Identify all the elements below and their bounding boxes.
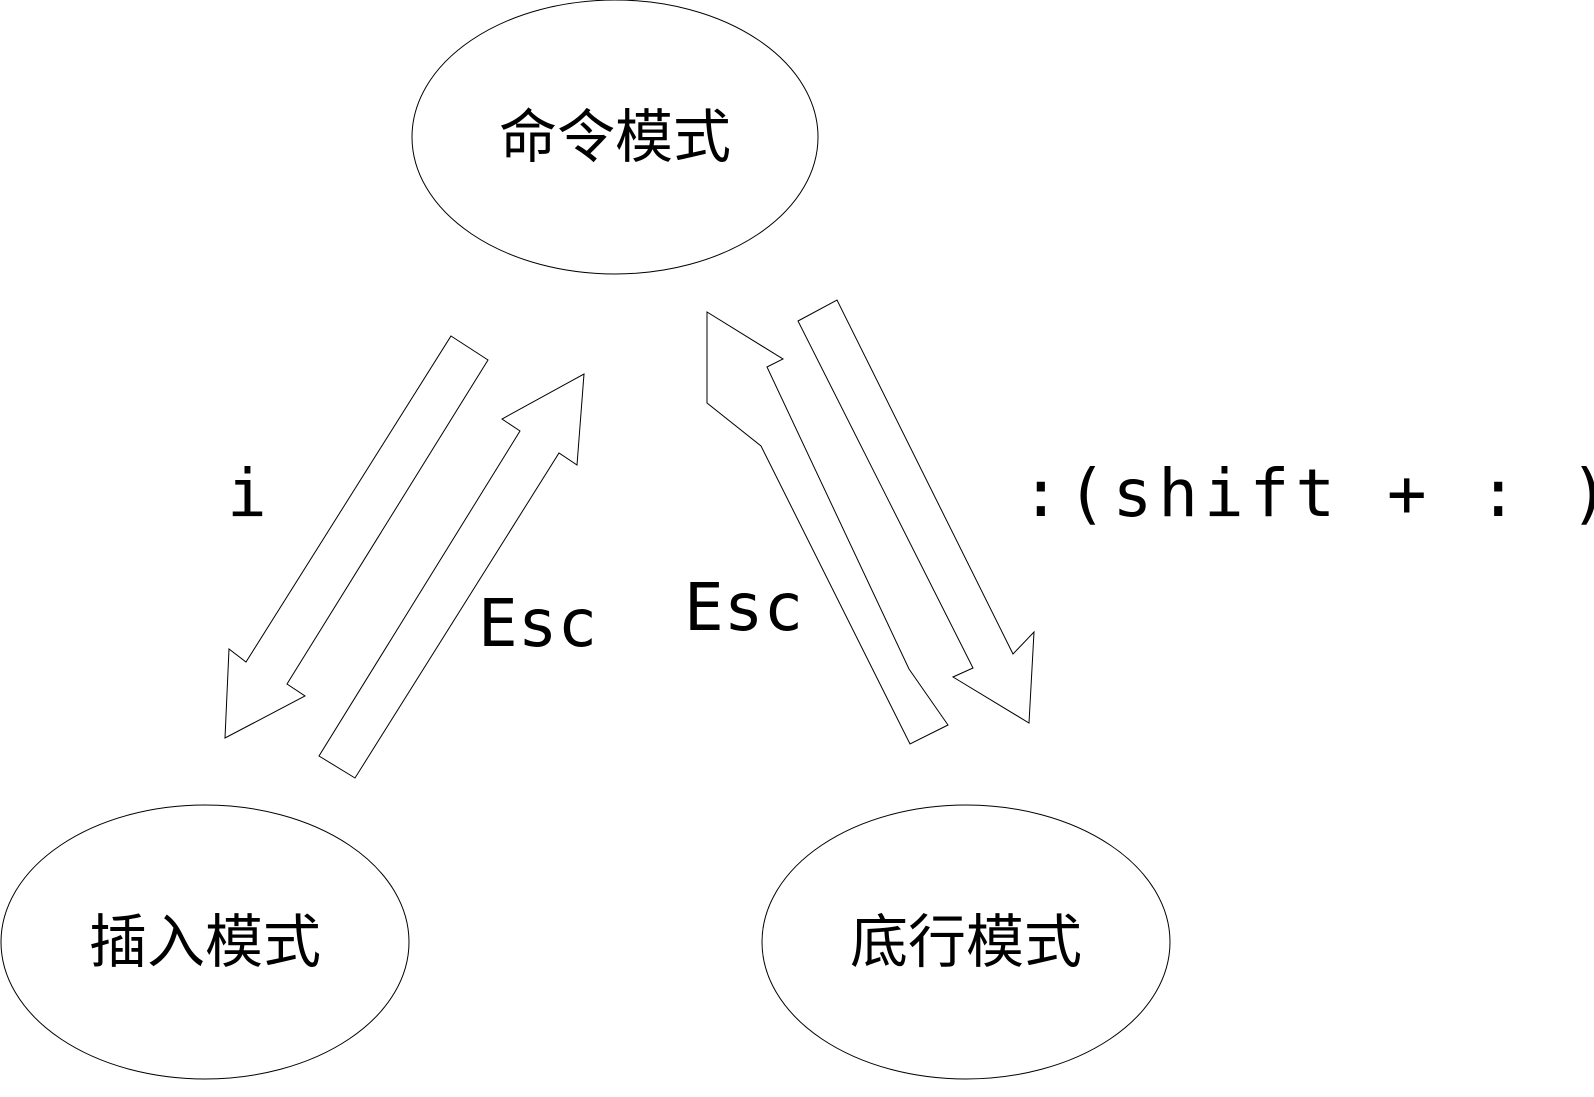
- arrow-lastline-to-command: [706, 311, 949, 745]
- lastline-mode-label: 底行模式: [850, 908, 1082, 976]
- edge-label-shift-colon: :(shift + : ): [1021, 455, 1594, 532]
- insert-mode-ellipse: [0, 804, 410, 1080]
- edge-label-esc-left: Esc: [478, 585, 597, 662]
- node-lastline-mode: 底行模式: [761, 804, 1171, 1080]
- node-insert-mode: 插入模式: [0, 804, 410, 1080]
- insert-mode-label: 插入模式: [89, 908, 321, 976]
- arrow-insert-to-command: [318, 373, 585, 779]
- edge-label-i: i: [227, 455, 267, 532]
- edge-label-esc-right: Esc: [684, 569, 803, 646]
- command-mode-ellipse: [411, 0, 819, 275]
- command-mode-label: 命令模式: [499, 103, 731, 171]
- arrow-command-to-insert: [224, 335, 489, 739]
- node-command-mode: 命令模式: [411, 0, 819, 275]
- arrow-command-to-lastline: [797, 299, 1035, 724]
- lastline-mode-ellipse: [761, 804, 1171, 1080]
